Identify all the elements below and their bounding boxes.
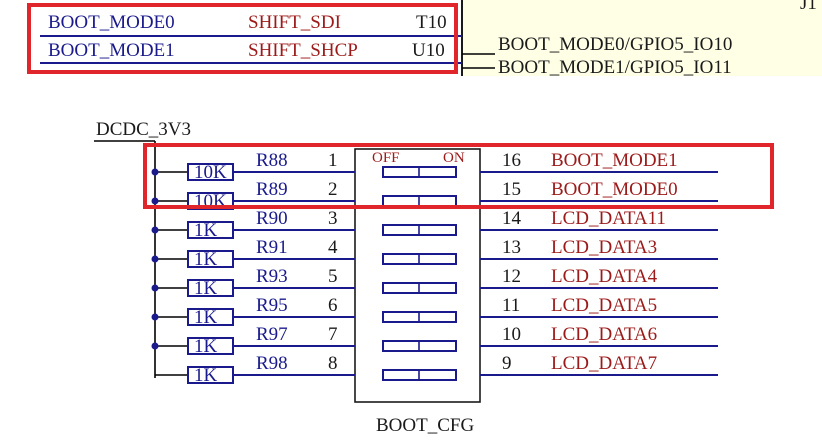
junction-dot (151, 342, 159, 350)
resistor-value: 1K (194, 307, 218, 328)
power-net-label: DCDC_3V3 (96, 119, 191, 140)
top-row2-pin: U10 (412, 40, 445, 61)
top-net-section: BOOT_MODE0 SHIFT_SDI T10 BOOT_MODE1 SHIF… (27, 0, 822, 78)
resistor-value: 1K (194, 249, 218, 270)
net-label: BOOT_MODE0 (551, 179, 678, 200)
resistor-ref: R97 (256, 324, 288, 345)
highlight-box-top (27, 3, 458, 74)
pin-left: 5 (328, 266, 338, 287)
highlight-box-main (143, 143, 774, 209)
pin-right: 15 (502, 179, 521, 200)
top-row1-net: SHIFT_SDI (248, 12, 341, 33)
net-label: LCD_DATA7 (551, 353, 657, 374)
pin-left: 3 (328, 208, 338, 229)
resistor-value: 10K (194, 162, 227, 183)
pin-left: 6 (328, 295, 338, 316)
dip-switch-body (354, 148, 481, 403)
right-label-1: BOOT_MODE0/GPIO5_IO10 (498, 34, 732, 55)
junction-dot (151, 226, 159, 234)
net-label: LCD_DATA6 (551, 324, 657, 345)
top-row2-net: SHIFT_SHCP (248, 40, 358, 61)
top-row1-pin: T10 (416, 12, 447, 33)
pin-left: 2 (328, 179, 338, 200)
pin-left: 1 (328, 150, 338, 171)
switch-on-label: ON (443, 150, 465, 166)
pin-right: 9 (502, 353, 512, 374)
pin-right: 10 (502, 324, 521, 345)
resistor-ref: R89 (256, 179, 288, 200)
resistor-value: 1K (194, 220, 218, 241)
pin-right: 16 (502, 150, 521, 171)
resistor-ref: R95 (256, 295, 288, 316)
net-label: BOOT_MODE1 (551, 150, 678, 171)
net-label: LCD_DATA4 (551, 266, 658, 287)
resistor-ref: R93 (256, 266, 288, 287)
pin-right: 14 (502, 208, 522, 229)
net-label: LCD_DATA5 (551, 295, 657, 316)
connector-background (462, 0, 822, 76)
pin-right: 13 (502, 237, 521, 258)
corner-label: J1 (800, 0, 817, 14)
junction-dot (151, 313, 159, 321)
junction-dot (151, 197, 159, 205)
pin-right: 11 (502, 295, 520, 316)
junction-dot (151, 168, 159, 176)
resistor-value: 1K (194, 278, 218, 299)
resistor-value: 1K (194, 365, 218, 386)
resistor-ref: R88 (256, 150, 288, 171)
pin-left: 4 (328, 237, 338, 258)
resistor-ref: R91 (256, 237, 288, 258)
net-label: LCD_DATA11 (551, 208, 666, 229)
top-row2-signal: BOOT_MODE1 (48, 40, 175, 61)
resistor-ref: R90 (256, 208, 288, 229)
net-label: LCD_DATA3 (551, 237, 657, 258)
top-row1-signal: BOOT_MODE0 (48, 12, 175, 33)
resistor-ref: R98 (256, 353, 288, 374)
pin-left: 8 (328, 353, 338, 374)
switch-off-label: OFF (372, 150, 400, 166)
junction-dot (151, 284, 159, 292)
pin-left: 7 (328, 324, 338, 345)
switch-part-label: BOOT_CFG (376, 415, 474, 436)
resistor-value: 1K (194, 336, 218, 357)
junction-dot (151, 255, 159, 263)
right-label-2: BOOT_MODE1/GPIO5_IO11 (498, 57, 732, 78)
pin-right: 12 (502, 266, 521, 287)
